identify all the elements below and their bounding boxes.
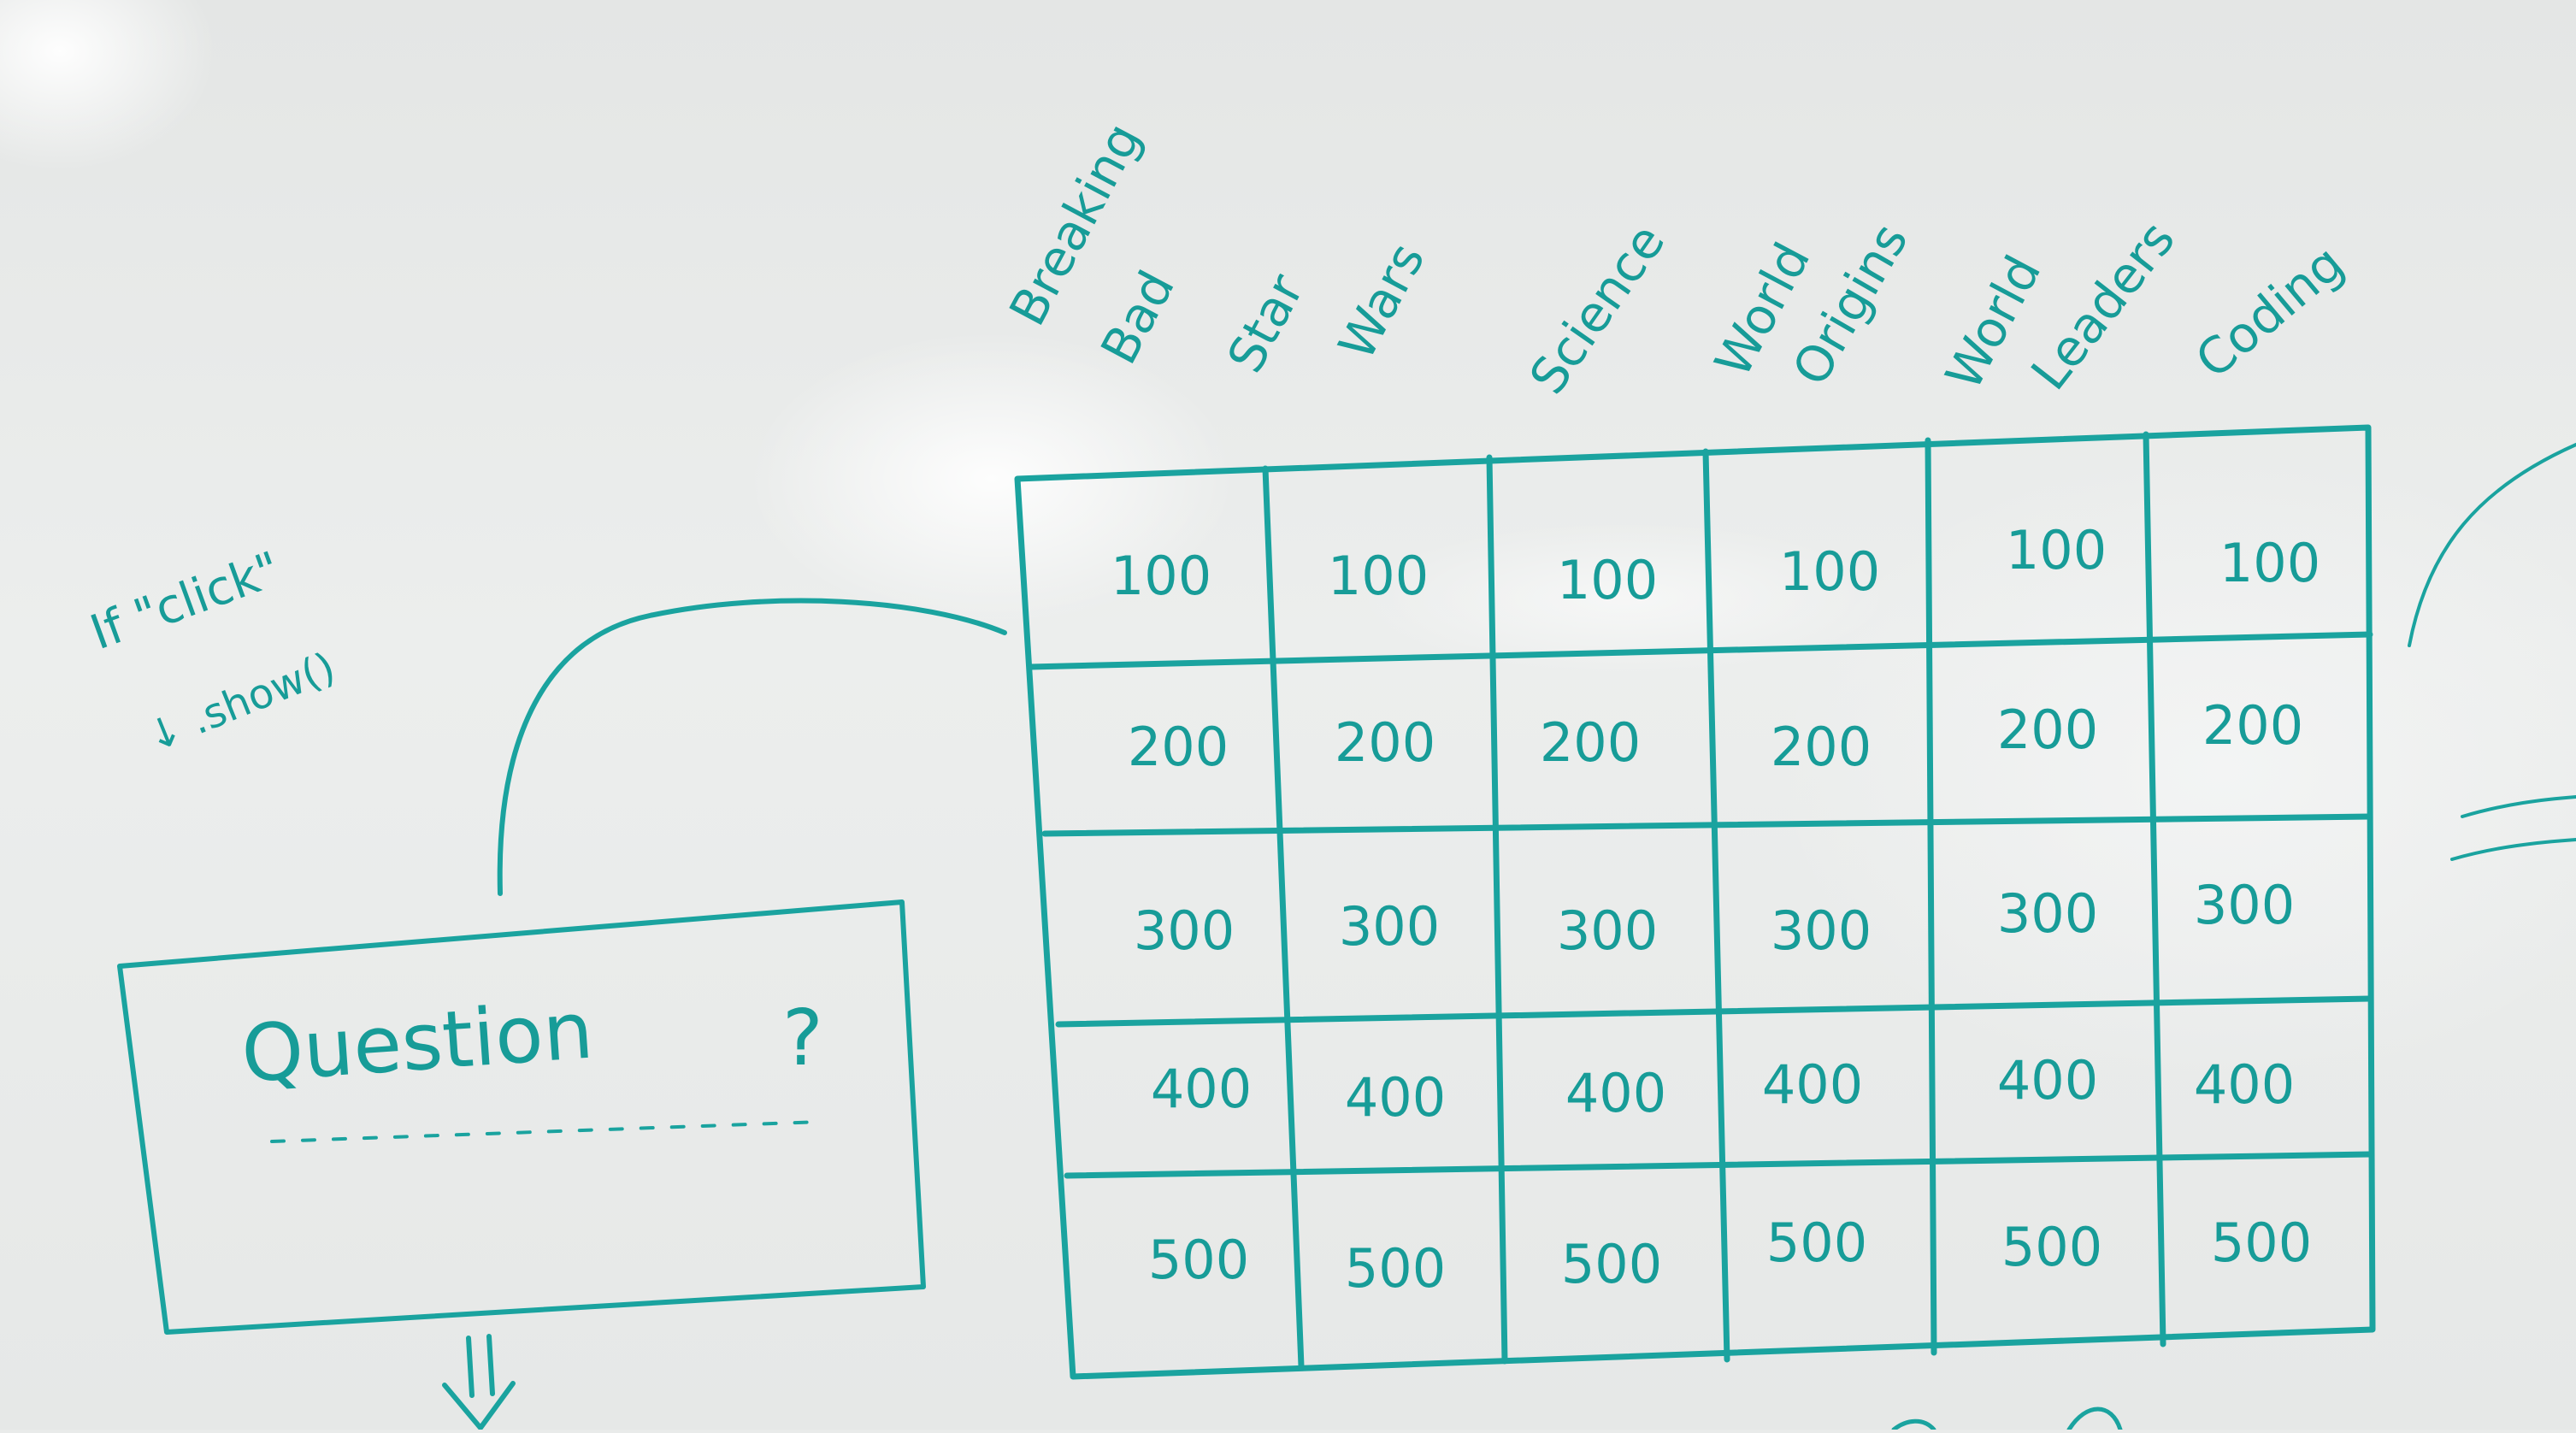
cell-value: 400	[1762, 1053, 1863, 1116]
cell-value: 300	[1339, 895, 1440, 958]
edge-marks	[2408, 443, 2576, 861]
bottom-edge-marks	[1891, 1406, 2123, 1432]
cell-value: 300	[1557, 899, 1658, 962]
question-label: Question	[239, 985, 596, 1100]
cell-value: 200	[1771, 716, 1872, 778]
cell-value: 100	[1557, 549, 1658, 611]
cell-value: 100	[2006, 519, 2107, 581]
header-star-wars-line2: Wars	[1327, 233, 1435, 369]
header-world-leaders-line2: Leaders	[2019, 210, 2186, 400]
cell-value: 200	[1997, 699, 2098, 761]
header-star-wars-line1: Star	[1216, 264, 1315, 381]
cell-value: 500	[1766, 1212, 1867, 1274]
cell-value: 300	[2194, 874, 2295, 936]
cell-value: 100	[1328, 545, 1429, 607]
cell-value: 500	[1345, 1237, 1446, 1300]
cell-value: 300	[1997, 882, 2098, 945]
connector-arc	[497, 598, 1007, 896]
cell-value: 200	[1335, 711, 1435, 774]
cell-value: 100	[1111, 545, 1211, 607]
cell-values: 100 100 100 100 100 100 200 200 200 200 …	[1111, 519, 2320, 1300]
annotation-show: ↓ .show()	[140, 643, 342, 762]
cell-value: 200	[1540, 711, 1641, 774]
question-box: Question ?	[117, 899, 926, 1335]
cell-value: 200	[2202, 694, 2303, 757]
header-coding: Coding	[2184, 233, 2355, 389]
click-annotation: If "click" ↓ .show()	[84, 541, 342, 762]
cell-value: 100	[2219, 532, 2320, 594]
header-science: Science	[1518, 214, 1677, 404]
question-mark: ?	[782, 994, 823, 1083]
cell-value: 500	[1561, 1233, 1662, 1295]
jeopardy-grid	[1014, 424, 2376, 1380]
cell-value: 300	[1134, 899, 1235, 962]
category-headers: Breaking Bad Star Wars Science World Ori…	[998, 114, 2355, 404]
cell-value: 500	[1148, 1229, 1249, 1291]
cell-value: 200	[1128, 716, 1229, 778]
cell-value: 400	[1151, 1058, 1252, 1120]
cell-value: 400	[1997, 1049, 2098, 1112]
cell-value: 500	[2001, 1216, 2102, 1278]
header-world-origins-line2: Origins	[1781, 214, 1919, 395]
cell-value: 400	[2194, 1053, 2295, 1116]
cell-value: 100	[1779, 540, 1880, 603]
annotation-if-click: If "click"	[84, 541, 288, 661]
cell-value: 400	[1345, 1066, 1446, 1129]
header-breaking-bad-line2: Bad	[1089, 262, 1186, 374]
cell-value: 400	[1565, 1062, 1666, 1124]
down-double-arrow-icon	[442, 1334, 516, 1430]
cell-value: 300	[1771, 899, 1872, 962]
cell-value: 500	[2211, 1212, 2312, 1274]
